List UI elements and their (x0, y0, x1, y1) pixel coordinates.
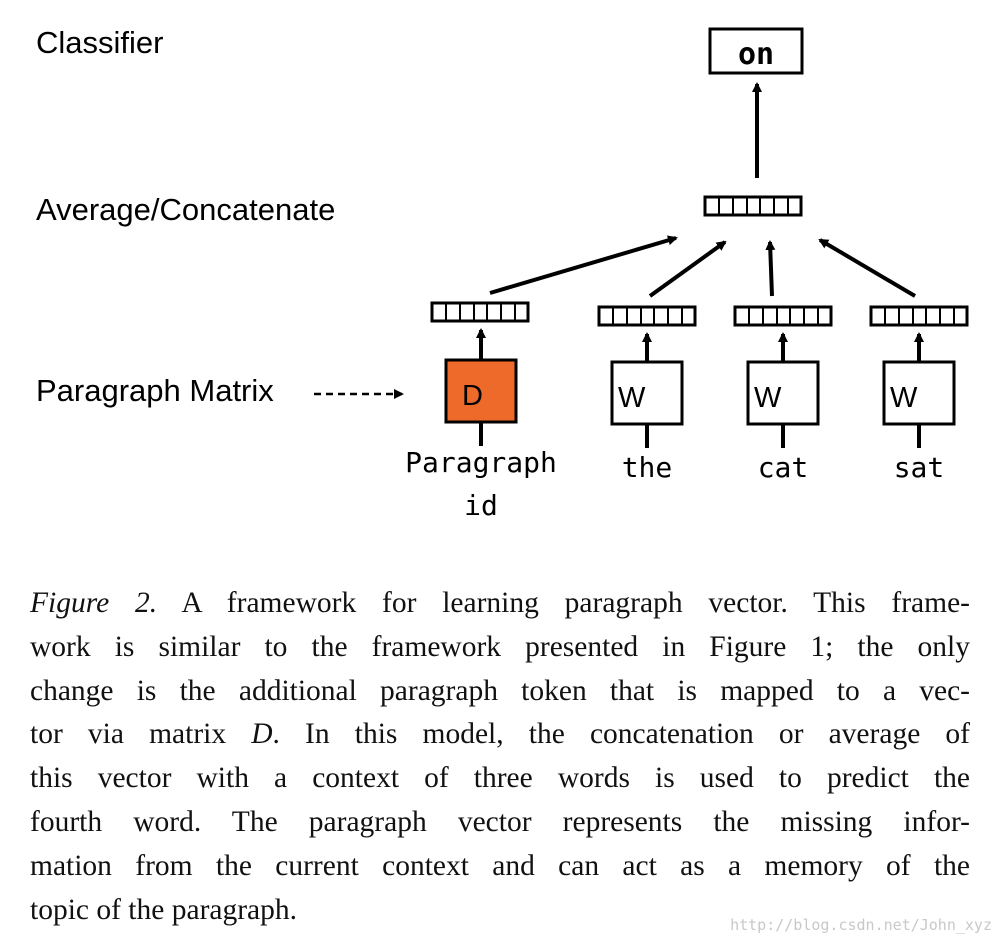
caption-text-4b: . In this model, the concatenation or av… (272, 718, 970, 751)
classifier-label: Classifier (36, 25, 163, 60)
input-paragraph-id-label: id (464, 489, 498, 522)
word-matrix-box-cat (746, 360, 820, 426)
caption-line-4: tor via matrix D. In this model, the con… (30, 713, 970, 757)
caption-text-1: A framework for learning paragraph vecto… (157, 587, 970, 619)
caption-text-4a: tor via matrix (30, 718, 252, 751)
input-word-cat: cat (758, 451, 809, 484)
input-word-the: the (622, 451, 673, 484)
paragraph-matrix-label: Paragraph Matrix (36, 373, 274, 408)
average-concatenate-label: Average/Concatenate (36, 192, 335, 227)
average-vector (703, 195, 803, 217)
caption-line-3: change is the additional paragraph token… (30, 674, 970, 707)
word-matrix-box-the (610, 360, 684, 426)
input-word-sat: sat (894, 451, 945, 484)
caption-line-6: fourth word. The paragraph vector repres… (30, 805, 970, 838)
caption-line-2: work is similar to the framework present… (30, 630, 970, 663)
paragraph-vector-diagram: Classifier Average/Concatenate Paragraph… (36, 25, 969, 522)
paragraph-vector (430, 301, 530, 323)
arrow-paragraph-to-average (489, 235, 678, 295)
caption-line-8: topic of the paragraph. (30, 893, 298, 926)
input-paragraph-label: Paragraph (405, 446, 557, 479)
matrix-symbol: D (251, 718, 273, 751)
arrow-the-to-average (648, 240, 727, 298)
word-matrix-box-label-cat: W (754, 382, 782, 414)
output-word: on (738, 37, 774, 72)
caption-line-5: this vector with a context of three word… (30, 762, 970, 795)
paragraph-matrix-box-label: D (462, 380, 483, 412)
watermark: http://blog.csdn.net/John_xyz (730, 916, 992, 934)
arrow-cat-to-average (765, 240, 776, 297)
word-matrix-box-sat (882, 360, 956, 426)
word-vector-cat (733, 305, 833, 327)
figure-caption: Figure 2. A framework for learning parag… (30, 582, 970, 932)
word-matrix-box-label-the: W (618, 382, 646, 414)
word-vector-the (597, 305, 697, 327)
word-vector-sat (869, 305, 969, 327)
figure-label: Figure 2. (30, 587, 158, 619)
caption-line-1: Figure 2. A framework for learning parag… (30, 582, 970, 626)
word-matrix-box-label-sat: W (890, 382, 918, 414)
arrow-sat-to-average (818, 238, 917, 298)
caption-line-7: mation from the current context and can … (30, 849, 970, 882)
output-word-box (708, 27, 804, 75)
